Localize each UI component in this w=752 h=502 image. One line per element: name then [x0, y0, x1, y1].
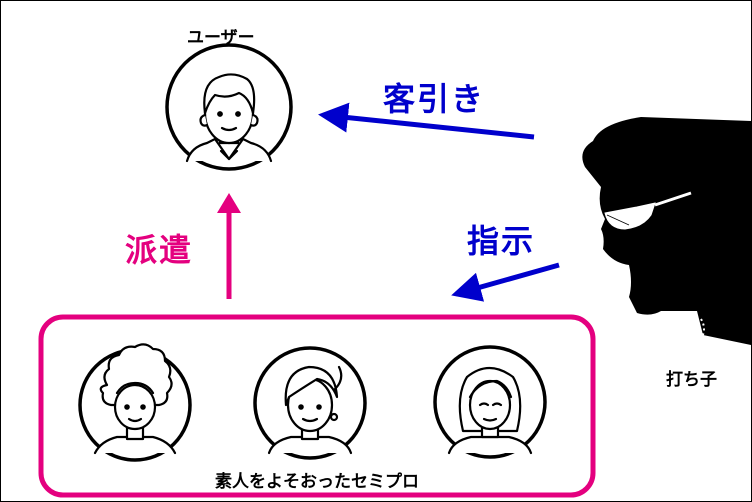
user-label: ユーザー	[187, 28, 255, 48]
dispatch-label: 派遣	[125, 231, 194, 269]
instruct-label: 指示	[467, 222, 536, 260]
woman-bob-icon	[433, 345, 547, 459]
solicit-arrow	[318, 102, 535, 140]
curly-woman-icon	[78, 343, 192, 462]
user-avatar-icon	[165, 43, 293, 171]
solicit-label: 客引き	[383, 80, 486, 118]
tout-label: 打ち子	[666, 370, 717, 390]
tout-silhouette-icon	[582, 117, 751, 345]
dispatch-arrow	[217, 193, 241, 299]
group-label: 素人をよそおったセミプロ	[215, 472, 419, 492]
instruct-arrow	[451, 262, 560, 302]
woman-earring-icon	[253, 346, 367, 460]
group-box	[38, 314, 596, 498]
